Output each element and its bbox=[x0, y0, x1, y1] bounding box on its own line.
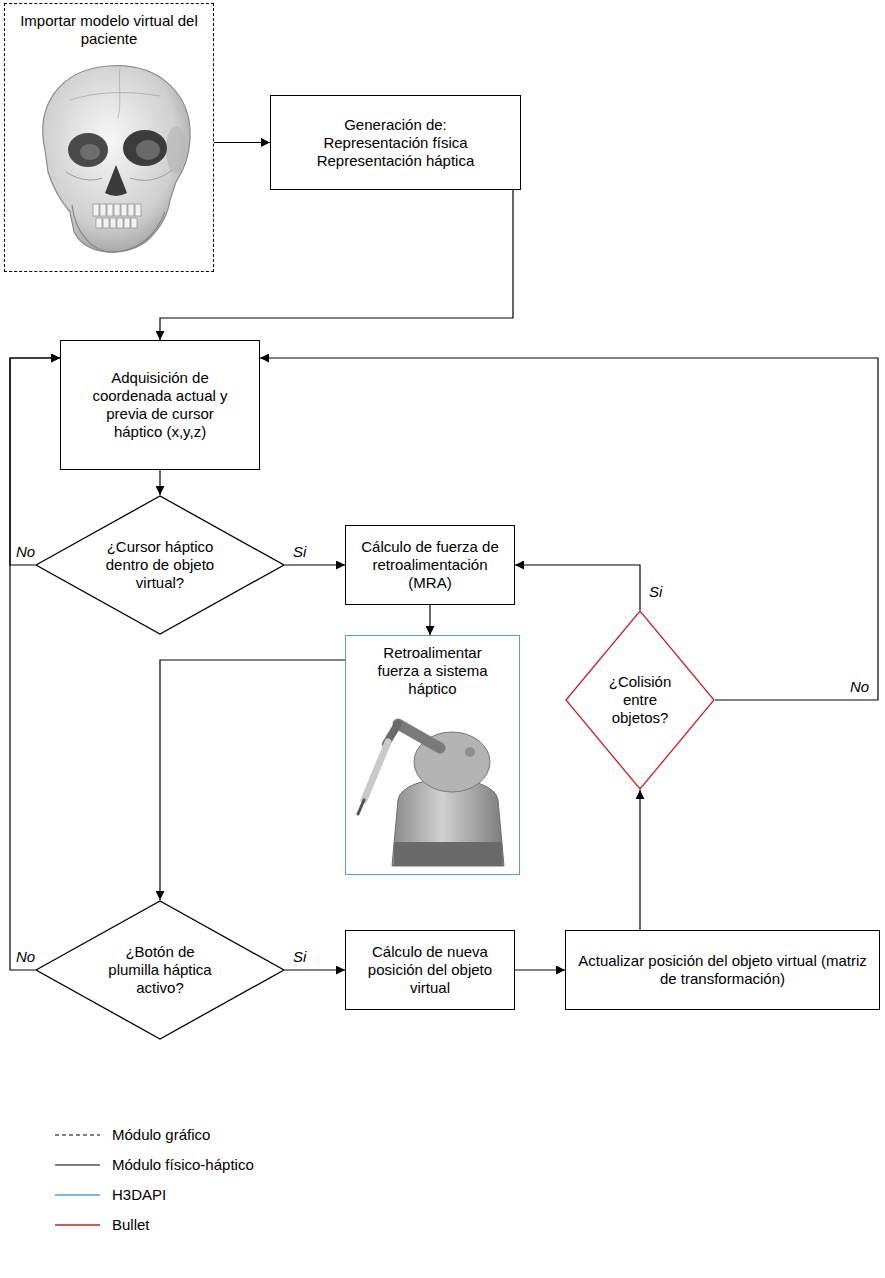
tooth bbox=[135, 204, 141, 216]
skull-orbit bbox=[68, 133, 108, 167]
skull-temple bbox=[166, 126, 186, 174]
node-text: Importar modelo virtual del paciente bbox=[10, 12, 208, 48]
text-block: Generación de: Representación física Rep… bbox=[308, 116, 483, 170]
legend-samples bbox=[55, 1135, 100, 1225]
process-box: Cálculo de nueva posición del objeto vir… bbox=[345, 930, 515, 1010]
edge-label: No bbox=[14, 543, 37, 561]
node-text: Cálculo de fuerza de retroalimentación (… bbox=[354, 538, 506, 592]
tooth bbox=[128, 204, 134, 216]
decision-diamond: ¿Colisión entre objetos? bbox=[565, 610, 715, 790]
skull-nasal bbox=[105, 165, 127, 196]
node-text: ¿Colisión entre objetos? bbox=[598, 673, 683, 727]
edge-label: No bbox=[14, 948, 37, 966]
legend-text: Módulo gráfico bbox=[112, 1126, 210, 1144]
tooth bbox=[96, 218, 102, 228]
skull-suture bbox=[70, 93, 160, 100]
flow-arrow bbox=[160, 660, 345, 900]
node-text: Adquisición de coordenada actual y previ… bbox=[85, 369, 235, 441]
edge-label: Si bbox=[291, 543, 308, 561]
skull-cranium bbox=[43, 66, 190, 253]
diamond-shape bbox=[36, 901, 284, 1039]
edge-label: Si bbox=[291, 948, 308, 966]
tooth bbox=[121, 204, 127, 216]
flow-arrow bbox=[10, 358, 60, 565]
skull-orbit-inner bbox=[80, 144, 100, 160]
tooth bbox=[110, 218, 116, 228]
skull-cheekbone bbox=[130, 170, 172, 180]
skull-cheekbone bbox=[66, 172, 102, 180]
device-stylus bbox=[364, 742, 388, 800]
process-box: Actualizar posición del objeto virtual (… bbox=[565, 930, 880, 1010]
skull-illustration bbox=[43, 66, 190, 253]
text-block: Importar modelo virtual del paciente bbox=[10, 12, 208, 48]
node-text: Retroalimentar fuerza a sistema háptico bbox=[365, 644, 500, 698]
text-block: Actualizar posición del objeto virtual (… bbox=[575, 952, 870, 988]
flow-arrow bbox=[10, 358, 60, 970]
node-text: Actualizar posición del objeto virtual (… bbox=[575, 952, 870, 988]
legend-line-dashed bbox=[55, 1134, 100, 1135]
image-box: Retroalimentar fuerza a sistema háptico bbox=[345, 635, 520, 875]
flow-arrow bbox=[639, 790, 640, 930]
flow-arrow bbox=[214, 142, 270, 143]
decision-diamond: ¿Botón de plumilla háptica activo? bbox=[35, 900, 285, 1040]
process-box: Adquisición de coordenada actual y previ… bbox=[60, 340, 260, 470]
flow-arrow bbox=[515, 969, 565, 970]
flow-arrow bbox=[160, 190, 513, 340]
tooth bbox=[100, 204, 106, 216]
legend-text: H3DAPI bbox=[112, 1186, 166, 1204]
node-text: Cálculo de nueva posición del objeto vir… bbox=[354, 943, 506, 997]
text-block: Cálculo de fuerza de retroalimentación (… bbox=[354, 538, 506, 592]
flow-arrow bbox=[159, 470, 160, 495]
text-block: Cálculo de nueva posición del objeto vir… bbox=[354, 943, 506, 997]
device-arm bbox=[398, 724, 440, 748]
tooth bbox=[93, 204, 99, 216]
haptic-device-illustration bbox=[358, 724, 504, 866]
text-block: Adquisición de coordenada actual y previ… bbox=[85, 369, 235, 441]
node-text: Generación de: Representación física Rep… bbox=[308, 116, 483, 170]
device-base-band bbox=[394, 842, 502, 866]
flow-arrow bbox=[429, 605, 430, 635]
legend-line-blue bbox=[55, 1194, 100, 1196]
decision-diamond: ¿Cursor háptico dentro de objeto virtual… bbox=[35, 495, 285, 635]
legend-text: Módulo físico-háptico bbox=[112, 1156, 254, 1174]
skull-mandible bbox=[72, 205, 165, 252]
tooth bbox=[107, 204, 113, 216]
skull-teeth bbox=[93, 204, 141, 228]
tooth bbox=[103, 218, 109, 228]
legend-line-red bbox=[55, 1224, 100, 1226]
tooth bbox=[124, 218, 130, 228]
tooth bbox=[117, 218, 123, 228]
node-text: ¿Botón de plumilla háptica activo? bbox=[100, 943, 220, 997]
legend-line-black bbox=[55, 1164, 100, 1165]
legend-text: Bullet bbox=[112, 1216, 150, 1234]
text-block: ¿Botón de plumilla háptica activo? bbox=[100, 943, 220, 997]
node-text: ¿Cursor háptico dentro de objeto virtual… bbox=[101, 538, 219, 592]
text-block: Retroalimentar fuerza a sistema háptico bbox=[365, 644, 500, 698]
text-block: ¿Colisión entre objetos? bbox=[598, 673, 683, 727]
process-box: Cálculo de fuerza de retroalimentación (… bbox=[345, 525, 515, 605]
tooth bbox=[131, 218, 137, 228]
edge-label: No bbox=[848, 678, 871, 696]
device-logo bbox=[465, 747, 475, 757]
text-block: ¿Cursor háptico dentro de objeto virtual… bbox=[101, 538, 219, 592]
process-box: Generación de: Representación física Rep… bbox=[270, 95, 521, 190]
skull-orbit-inner bbox=[136, 140, 160, 160]
skull-orbit bbox=[123, 130, 167, 166]
tooth bbox=[114, 204, 120, 216]
flow-arrow bbox=[285, 564, 345, 565]
diamond-shape bbox=[566, 611, 714, 789]
flow-arrow bbox=[285, 969, 345, 970]
flow-arrow bbox=[260, 358, 878, 700]
image-box: Importar modelo virtual del paciente bbox=[4, 3, 214, 272]
device-stylus-tip bbox=[358, 800, 364, 814]
edge-label: Si bbox=[647, 583, 664, 601]
flow-arrow bbox=[515, 565, 640, 610]
skull-suture bbox=[118, 68, 120, 118]
diamond-shape bbox=[36, 496, 284, 634]
